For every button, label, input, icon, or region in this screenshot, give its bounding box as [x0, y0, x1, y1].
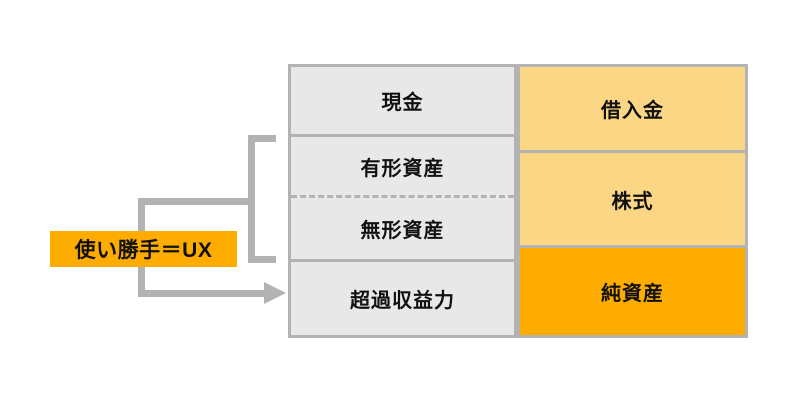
bracket-vertical-stem	[248, 135, 255, 263]
connector-upper-horizontal-arm	[138, 198, 255, 205]
liabilities-column: 借入金 株式 純資産	[517, 64, 748, 338]
bracket-top-tip	[248, 135, 276, 142]
liabilities-cell-stock: 株式	[517, 150, 748, 248]
assets-cell-excess-earning-power: 超過収益力	[288, 259, 517, 338]
assets-cell-cash: 現金	[288, 64, 517, 137]
bracket-bottom-tip	[248, 256, 276, 263]
liabilities-cell-net-assets: 純資産	[517, 245, 748, 338]
balance-sheet-table: 現金 有形資産 無形資産 超過収益力 借入金 株式 純資産	[288, 64, 748, 338]
assets-column: 現金 有形資産 無形資産 超過収益力	[288, 64, 517, 338]
arrow-head-icon	[264, 282, 286, 304]
assets-cell-tangible: 有形資産	[291, 137, 514, 198]
connector-lower-horizontal-arm	[138, 290, 265, 297]
assets-cell-tangible-intangible-group: 有形資産 無形資産	[288, 134, 517, 262]
assets-cell-intangible: 無形資産	[360, 220, 445, 242]
ux-label-chip: 使い勝手＝UX	[50, 231, 237, 267]
liabilities-cell-borrowings: 借入金	[517, 64, 748, 153]
